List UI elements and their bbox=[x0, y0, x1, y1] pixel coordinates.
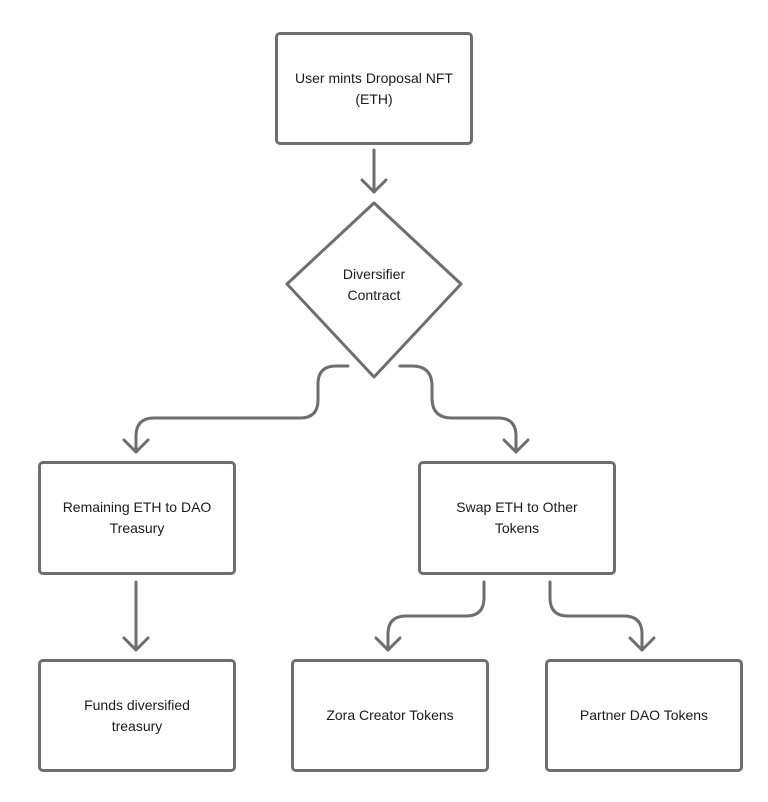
node-funds-diversified: Funds diversified treasury bbox=[38, 659, 236, 772]
node-user-mints-label: User mints Droposal NFT (ETH) bbox=[295, 69, 453, 107]
node-diversifier-label: Diversifier Contract bbox=[342, 266, 406, 303]
node-swap-eth: Swap ETH to Other Tokens bbox=[418, 461, 616, 575]
node-remaining-eth: Remaining ETH to DAO Treasury bbox=[38, 461, 236, 575]
node-zora-creator-tokens-label: Zora Creator Tokens bbox=[326, 707, 454, 723]
arrow-swap-to-zora bbox=[374, 580, 486, 652]
node-diversifier: Diversifier Contract bbox=[300, 250, 448, 320]
arrow-mint-to-diversifier bbox=[360, 148, 388, 194]
node-partner-dao-tokens: Partner DAO Tokens bbox=[545, 659, 743, 772]
node-zora-creator-tokens: Zora Creator Tokens bbox=[291, 659, 489, 772]
arrow-swap-to-partner bbox=[548, 580, 656, 652]
diversifier-diamond bbox=[285, 201, 463, 379]
arrow-diversifier-to-swap bbox=[398, 364, 530, 454]
arrow-diversifier-to-remaining bbox=[122, 364, 350, 454]
node-remaining-eth-label: Remaining ETH to DAO Treasury bbox=[62, 499, 212, 536]
node-swap-eth-label: Swap ETH to Other Tokens bbox=[456, 499, 578, 536]
arrow-remaining-to-funds bbox=[122, 580, 150, 652]
node-user-mints: User mints Droposal NFT (ETH) bbox=[275, 32, 473, 145]
node-funds-diversified-label: Funds diversified treasury bbox=[84, 696, 190, 734]
node-partner-dao-tokens-label: Partner DAO Tokens bbox=[579, 707, 709, 723]
